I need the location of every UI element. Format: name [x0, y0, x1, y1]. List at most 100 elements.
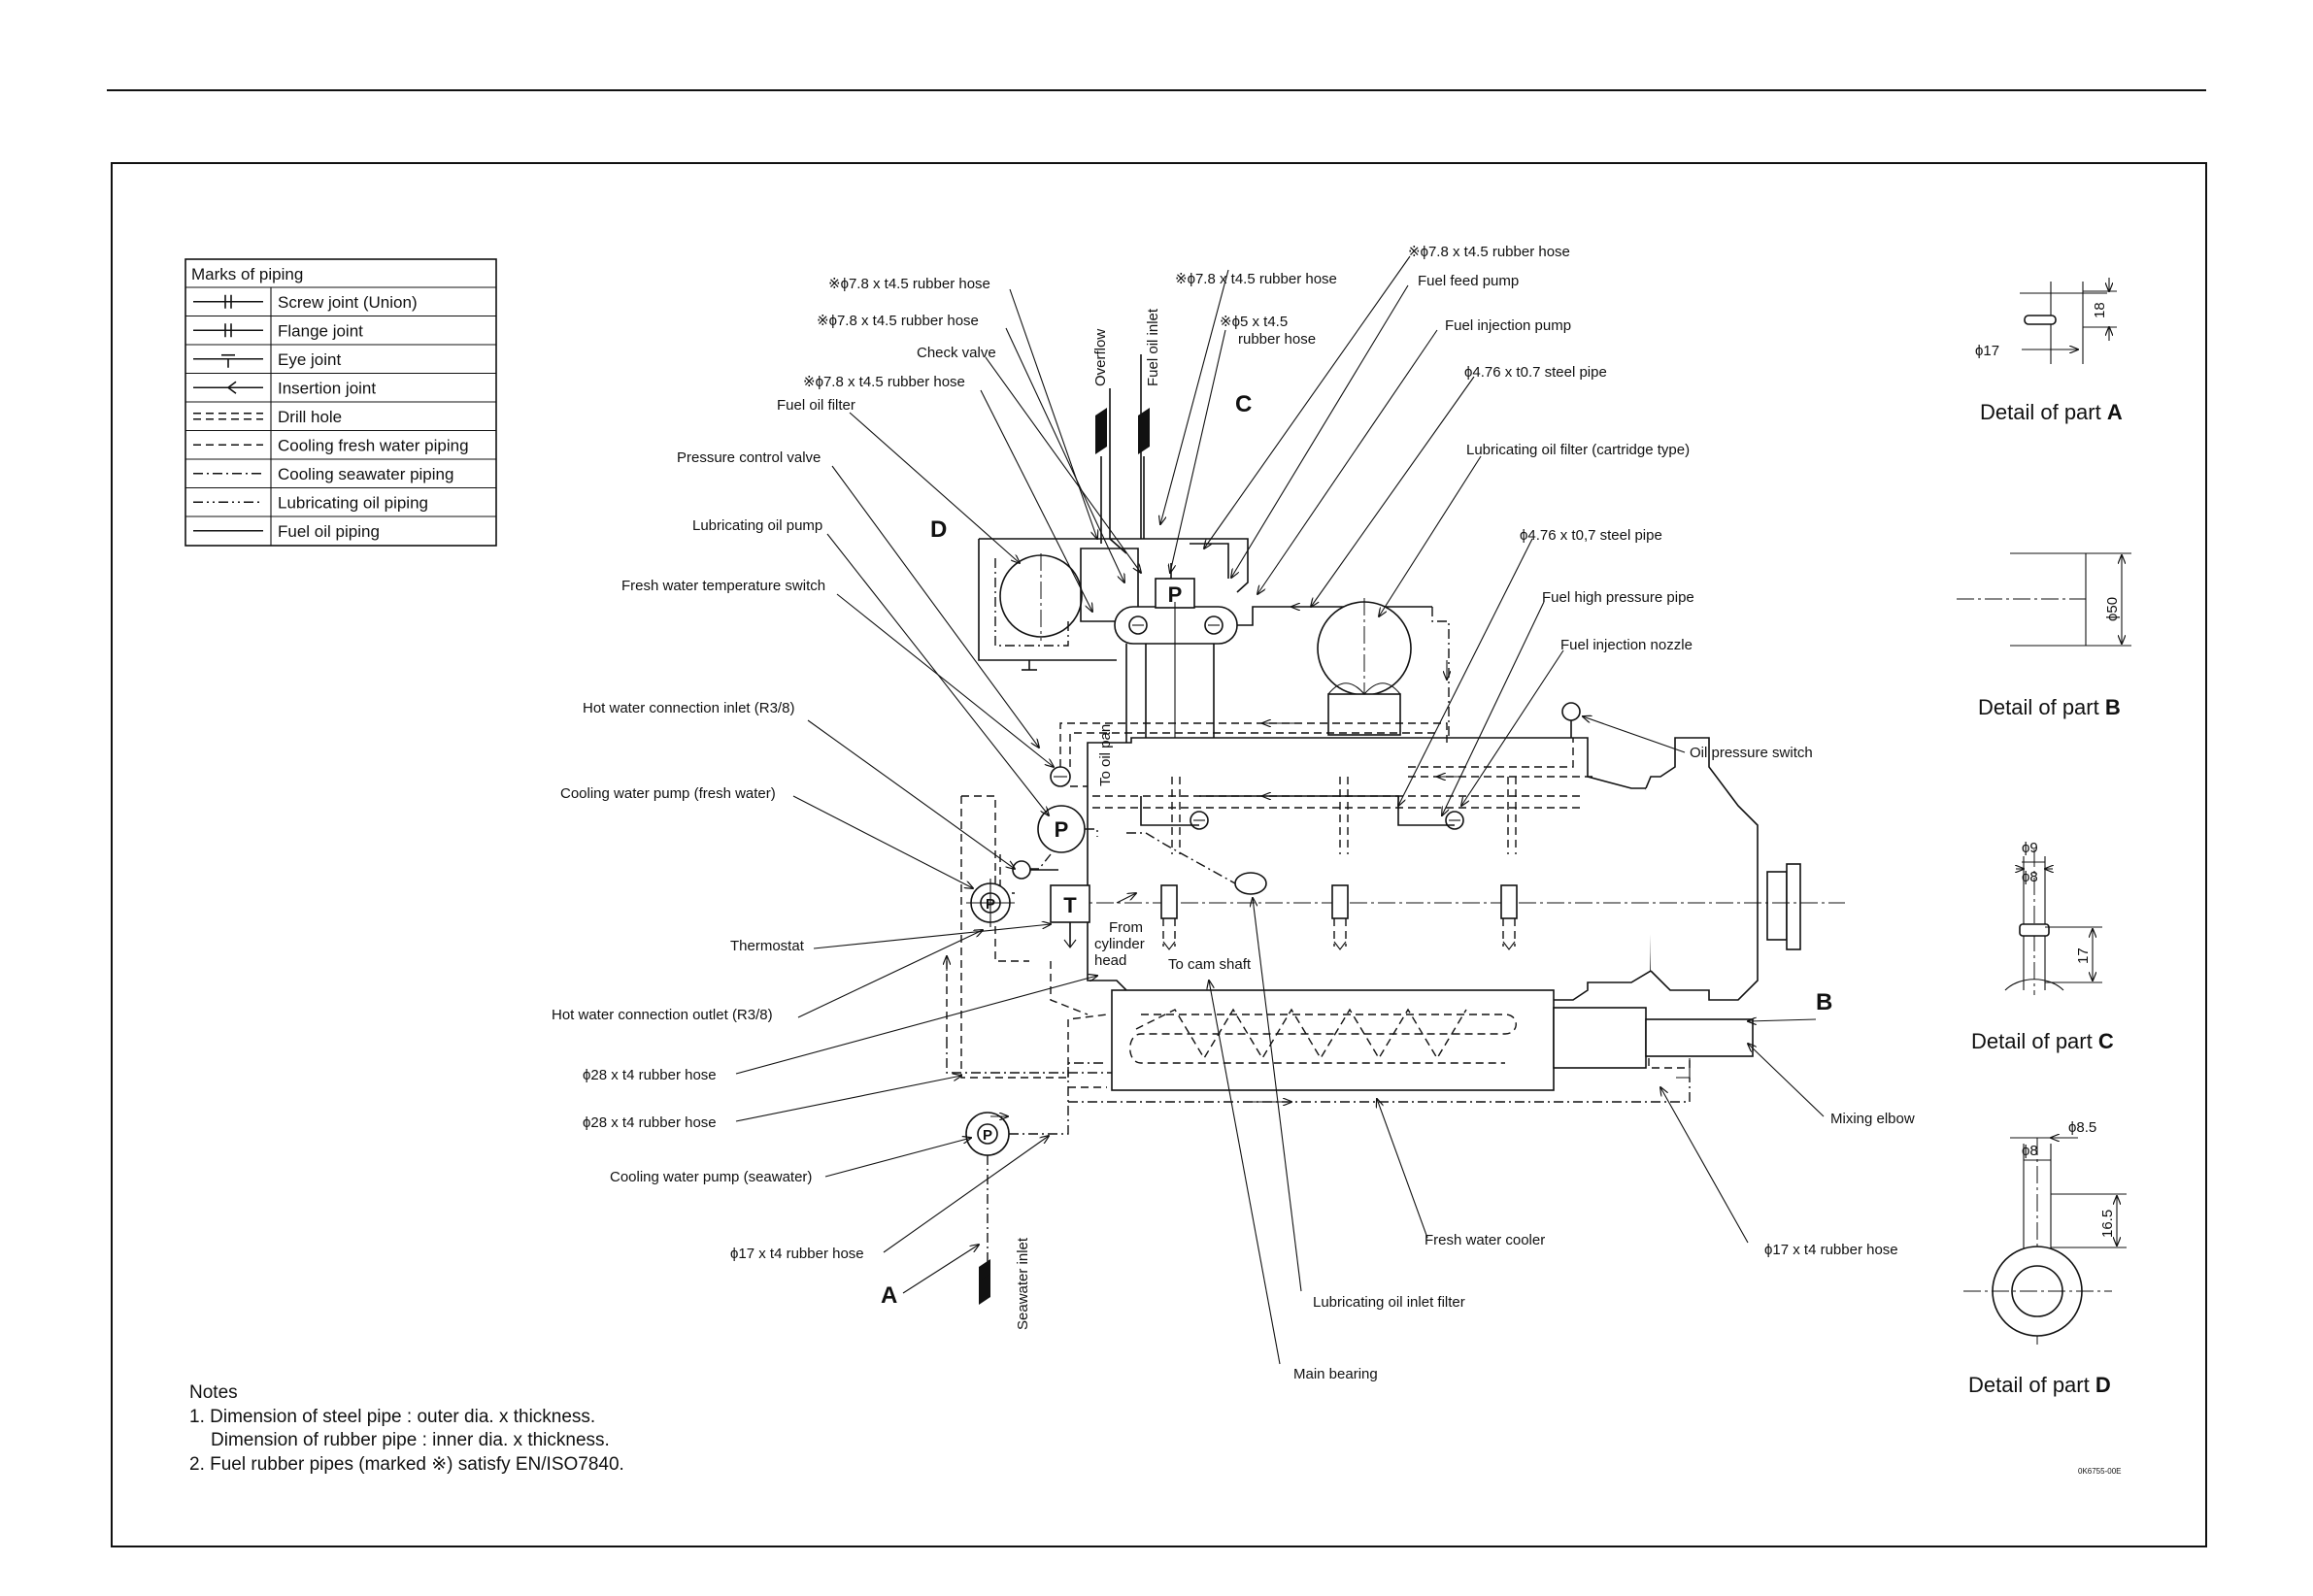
label-thermostat: Thermostat: [730, 938, 805, 954]
part-letter-b: B: [1816, 989, 1832, 1015]
lube-oil-pump: P: [1012, 805, 1098, 880]
label-hot-water-inlet: Hot water connection inlet (R3/8): [583, 700, 794, 716]
label-hose-17-b: ϕ17 x t4 rubber hose: [1764, 1242, 1898, 1258]
label-hose-5-line1: ※ϕ5 x t4.5: [1220, 314, 1288, 330]
detail-b-title: Detail of part B: [1978, 695, 2121, 719]
detail-c-dim3: 17: [2075, 948, 2092, 964]
legend-label: Cooling fresh water piping: [278, 436, 469, 454]
label-check-valve: Check valve: [917, 345, 996, 361]
main-bearings: [1160, 884, 1518, 950]
notes-title: Notes: [189, 1382, 238, 1403]
legend-title: Marks of piping: [191, 265, 303, 283]
label-hot-water-outlet: Hot water connection outlet (R3/8): [552, 1007, 773, 1023]
legend-label: Eye joint: [278, 350, 341, 369]
fuel-feed-pump: P: [1114, 578, 1238, 645]
callout-labels: ※ϕ7.8 x t4.5 rubber hose ※ϕ7.8 x t4.5 ru…: [552, 244, 1915, 1382]
fuel-oil-inlet-label: Fuel oil inlet: [1145, 308, 1161, 386]
legend-row: Flange joint: [185, 315, 496, 340]
engine-block: [1068, 737, 1845, 1001]
sea-pump-p: P: [983, 1127, 992, 1144]
to-oil-pan-label: To oil pan: [1097, 724, 1114, 786]
detail-part-d: ϕ8.5 ϕ8 16.5 Detail of part D: [1963, 1119, 2127, 1397]
legend-row: Fuel oil piping: [185, 515, 496, 541]
label-fuel-inj-nozzle: Fuel injection nozzle: [1560, 637, 1693, 653]
label-hose-78-a: ※ϕ7.8 x t4.5 rubber hose: [828, 276, 990, 292]
notes: Notes 1. Dimension of steel pipe : outer…: [189, 1382, 624, 1475]
legend-row: Cooling fresh water piping: [185, 429, 496, 454]
label-fuel-injection-pump: Fuel injection pump: [1445, 317, 1571, 334]
label-fuel-hp-pipe: Fuel high pressure pipe: [1542, 589, 1694, 606]
screw-joint-icon: [193, 294, 263, 309]
to-cam-shaft-label: To cam shaft: [1168, 956, 1252, 973]
detail-d-title: Detail of part D: [1968, 1373, 2111, 1397]
flange-joint-icon: [193, 323, 263, 338]
detail-c-title: Detail of part C: [1971, 1029, 2114, 1053]
legend-row: Eye joint: [185, 344, 496, 369]
legend-row: Screw joint (Union): [193, 293, 418, 312]
legend-row: Cooling seawater piping: [185, 458, 496, 483]
notes-line3: 2. Fuel rubber pipes (marked ※) satisfy …: [189, 1454, 624, 1475]
legend-label: Screw joint (Union): [278, 293, 418, 312]
label-cooling-pump-sea: Cooling water pump (seawater): [610, 1169, 812, 1185]
label-hose-78-c: ※ϕ7.8 x t4.5 rubber hose: [803, 374, 965, 390]
detail-part-c: ϕ9 ϕ8 17 Detail of part C: [1971, 840, 2114, 1053]
detail-a-dim1: ϕ17: [1975, 343, 1999, 359]
eye-joint-icon: [193, 353, 263, 368]
drawing-frame: [111, 162, 2207, 1547]
detail-c-dim1: ϕ9: [2022, 840, 2038, 856]
notes-line1: 1. Dimension of steel pipe : outer dia. …: [189, 1407, 595, 1427]
flow-arrows: [947, 607, 1466, 1116]
label-steel-pipe-a: ϕ4.76 x t0.7 steel pipe: [1464, 364, 1607, 381]
detail-a-title: Detail of part A: [1980, 400, 2123, 424]
fuel-injection-nozzles: [1140, 738, 1592, 854]
leader-lines: [735, 255, 1825, 1365]
thermostat-t: T: [1063, 893, 1077, 917]
legend-label: Lubricating oil piping: [278, 493, 428, 512]
from-cylinder-line1: From: [1109, 919, 1143, 936]
label-pressure-control-valve: Pressure control valve: [677, 449, 821, 466]
fresh-water-temp-switch: [1050, 766, 1071, 787]
label-lube-inlet-filter: Lubricating oil inlet filter: [1313, 1294, 1465, 1311]
detail-d-dim3: 16.5: [2099, 1210, 2116, 1238]
drawing-code: 0K6755-00E: [2078, 1467, 2121, 1476]
detail-d-dim2: ϕ8: [2022, 1143, 2038, 1159]
label-fuel-oil-filter: Fuel oil filter: [777, 397, 855, 414]
drill-hole-icon: [193, 413, 263, 420]
from-cylinder-line3: head: [1094, 952, 1126, 969]
label-lube-oil-pump: Lubricating oil pump: [692, 517, 822, 534]
piping-legend: Marks of piping Screw joint (Union) Flang…: [184, 258, 497, 547]
fuel-oil-filter: [978, 538, 1117, 671]
feed-pump-p: P: [1168, 582, 1183, 607]
fresh-water-cooler: [1068, 989, 1754, 1103]
overflow-fuel-inlet-markers: Overflow Fuel oil inlet: [1092, 308, 1161, 544]
detail-part-b: ϕ50 Detail of part B: [1957, 552, 2131, 719]
fresh-water-pump: P: [966, 879, 1015, 927]
label-hose-78-b: ※ϕ7.8 x t4.5 rubber hose: [817, 313, 979, 329]
part-letter-a: A: [881, 1282, 897, 1309]
detail-part-a: ϕ17 18 Detail of part A: [1975, 278, 2123, 424]
legend-label: Flange joint: [278, 321, 363, 340]
insertion-joint-icon: [193, 381, 263, 394]
label-oil-pressure-switch: Oil pressure switch: [1690, 745, 1813, 761]
legend-label: Insertion joint: [278, 379, 376, 397]
thermostat: T: [1050, 884, 1090, 948]
label-hose-78-d: ※ϕ7.8 x t4.5 rubber hose: [1175, 271, 1337, 287]
label-hose-28-a: ϕ28 x t4 rubber hose: [583, 1067, 717, 1083]
detail-c-dim2: ϕ8: [2022, 869, 2038, 885]
label-hose-5-line2: rubber hose: [1238, 331, 1316, 348]
lube-oil-inlet-filter: [1126, 832, 1267, 895]
lube-oil-filter: [1317, 598, 1412, 736]
label-steel-pipe-b: ϕ4.76 x t0,7 steel pipe: [1520, 527, 1662, 544]
label-cooling-pump-fresh: Cooling water pump (fresh water): [560, 785, 776, 802]
label-hose-17-a: ϕ17 x t4 rubber hose: [730, 1246, 864, 1262]
seawater-inlet-label: Seawater inlet: [1015, 1237, 1031, 1330]
part-letter-c: C: [1235, 391, 1252, 417]
legend-label: Cooling seawater piping: [278, 465, 453, 483]
legend-row: Lubricating oil piping: [185, 486, 496, 512]
legend-row: Insertion joint: [185, 372, 496, 397]
legend-label: Drill hole: [278, 408, 342, 426]
lube-pump-p: P: [1055, 817, 1069, 842]
oil-pressure-switch: [1561, 702, 1581, 738]
label-fresh-water-cooler: Fresh water cooler: [1425, 1232, 1545, 1248]
